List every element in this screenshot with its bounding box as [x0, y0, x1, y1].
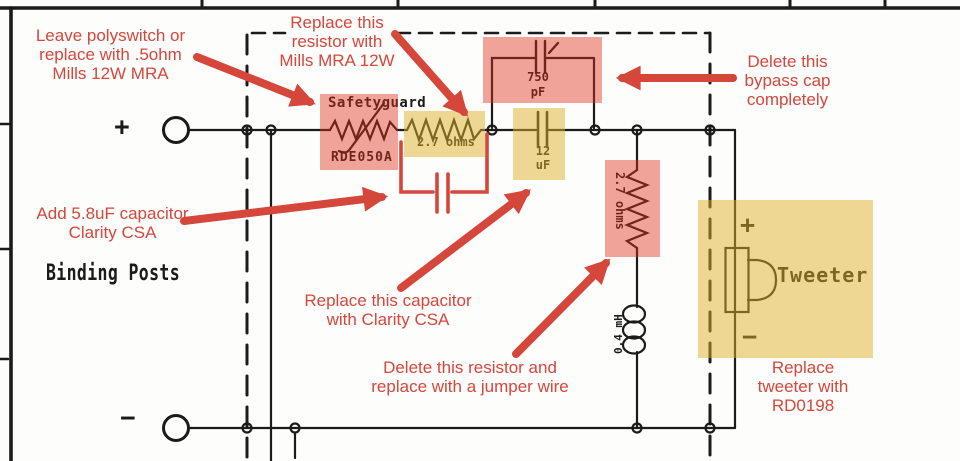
note-add-capacitor: Add 5.8uF capacitor Clarity CSA: [10, 204, 215, 242]
note-line: replace with .5ohm: [39, 45, 182, 64]
note-series-cap: Replace this capacitor with Clarity CSA: [288, 291, 488, 329]
arrow-series-resistor: [391, 30, 469, 117]
note-line: Replace this: [290, 13, 384, 32]
note-shunt-resistor: Delete this resistor and replace with a …: [360, 358, 580, 396]
bypass-cap-unit: pF: [530, 85, 546, 99]
highlight-tweeter: [698, 200, 873, 358]
note-line: Leave polyswitch or: [35, 26, 186, 45]
frame-top-ticks: [200, 0, 887, 10]
note-line: Delete this: [747, 52, 828, 71]
note-line: tweeter with: [757, 377, 849, 396]
note-line: Replace: [771, 358, 835, 377]
arrow-polyswitch: [193, 53, 316, 107]
arrow-added-capacitor: [180, 186, 389, 225]
note-line: RD0198: [771, 396, 835, 415]
inductor-coil-3: [621, 335, 647, 355]
shunt-resistor-symbol: [624, 168, 650, 250]
note-tweeter: Replace tweeter with RD0198: [703, 358, 903, 415]
note-line: Delete this resistor and: [383, 358, 557, 377]
bypass-cap-value: 750: [527, 70, 549, 84]
note-line: replace with a jumper wire: [371, 377, 569, 396]
note-line: Mills MRA 12W: [279, 51, 395, 70]
note-line: Clarity CSA: [68, 223, 157, 242]
highlight-polyswitch: [320, 94, 398, 170]
inductor-coil-2: [621, 320, 647, 340]
highlight-bypass-cap: [483, 37, 602, 103]
note-line: with Clarity CSA: [326, 310, 450, 329]
highlight-shunt-resistor: [605, 160, 660, 257]
safetyguard-label: Safetyguard: [328, 95, 427, 111]
shunt-resistor-value: 2.7 ohms: [613, 172, 627, 230]
frame-left-ticks: [0, 122, 13, 361]
arrow-series-cap: [397, 189, 531, 292]
polyswitch-strike: [337, 101, 386, 154]
binding-posts-label: Binding Posts: [46, 261, 181, 286]
arrow-shunt-resistor: [512, 258, 611, 358]
polyswitch-resistor-symbol: [328, 117, 399, 143]
note-line: Add 5.8uF capacitor: [36, 204, 189, 223]
highlight-series-resistor: [404, 111, 485, 157]
post-plus-sign: +: [114, 112, 130, 142]
post-minus-sign: −: [120, 403, 136, 433]
note-line: completely: [746, 90, 829, 109]
added-capacitor-sketch: [399, 132, 489, 214]
bypass-capacitor-symbol: [534, 39, 560, 75]
note-series-resistor: Replace this resistor with Mills MRA 12W: [237, 13, 437, 70]
note-polyswitch: Leave polyswitch or replace with .5ohm M…: [8, 26, 213, 83]
note-line: Replace this capacitor: [304, 291, 472, 310]
safetyguard-part-label: RDE050A: [331, 150, 393, 165]
note-line: bypass cap: [744, 71, 831, 90]
note-bypass-cap: Delete this bypass cap completely: [690, 52, 885, 109]
junction-terminals: [241, 124, 716, 434]
highlight-series-cap: [513, 108, 565, 180]
bypass-cap-loop: [490, 56, 596, 130]
note-line: Mills 12W MRA: [52, 64, 169, 83]
note-line: resistor with: [291, 32, 383, 51]
